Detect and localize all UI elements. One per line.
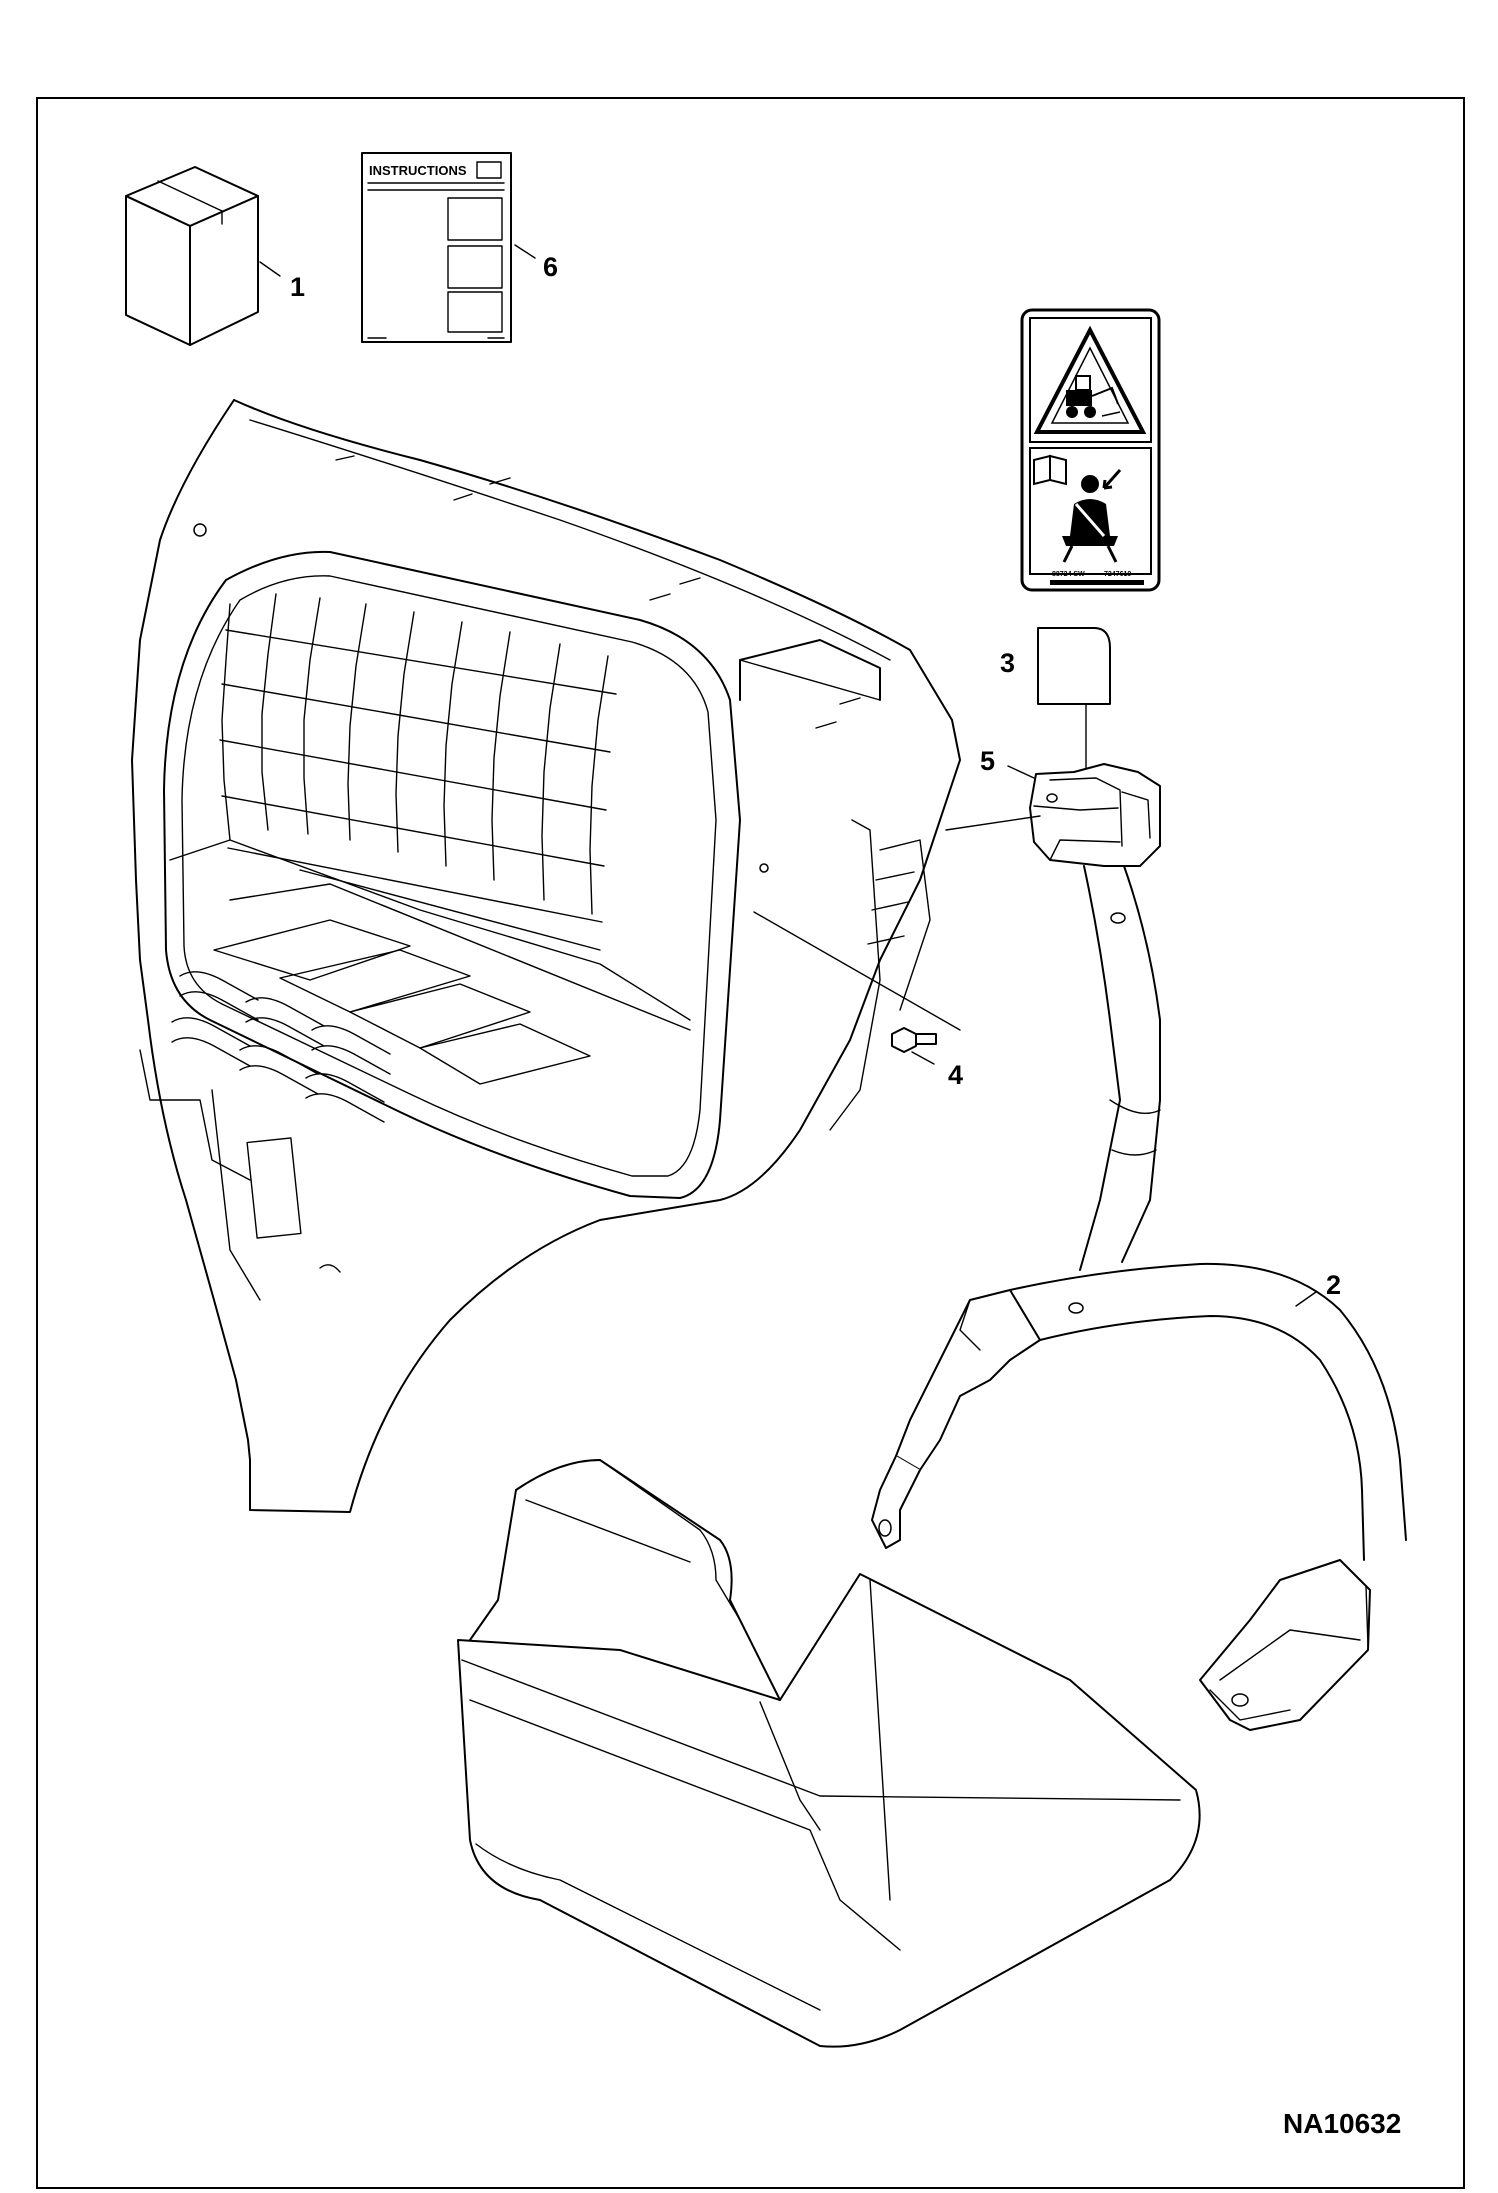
safety-decal: 88724 SW 7247610 (1020, 308, 1161, 592)
loader-rollover-icon (1066, 375, 1121, 418)
decal-code-left: 88724 SW (1052, 571, 1085, 578)
leader-line-5 (1007, 765, 1035, 779)
cab-screen-mesh (219, 593, 617, 951)
retractor-bracket (1029, 763, 1161, 867)
cover (1037, 627, 1111, 771)
instructions-sheet: INSTRUCTIONS (361, 152, 512, 343)
manual-book-icon (1033, 454, 1067, 486)
cab-frame (131, 399, 961, 1513)
callout-1: 1 (290, 272, 305, 302)
cab-vent-slots (171, 971, 391, 1123)
callout-5: 5 (980, 746, 995, 776)
bolt (891, 1027, 937, 1053)
instructions-title: INSTRUCTIONS (369, 163, 467, 178)
callout-3: 3 (1000, 648, 1015, 678)
decal-barcode (1050, 580, 1144, 585)
seat-belt-assembly: 2 (871, 865, 1407, 1731)
leader-line-4 (911, 1051, 935, 1065)
callout-2: 2 (1326, 1270, 1341, 1300)
operator-seat (457, 1459, 1201, 2048)
install-line-bracket (945, 815, 1041, 831)
leader-line-1 (259, 261, 281, 277)
seat-belt-operator-icon (1062, 469, 1122, 563)
leader-line-2 (1295, 1291, 1317, 1307)
decal-code-right: 7247610 (1104, 571, 1131, 578)
install-line-bolt (753, 911, 961, 1031)
drawing-frame (36, 97, 1465, 2189)
document-code: NA10632 (1283, 2108, 1401, 2139)
callout-6: 6 (543, 252, 558, 282)
leader-line-6 (514, 244, 536, 259)
kit-box (125, 166, 259, 346)
callout-4: 4 (948, 1060, 963, 1090)
